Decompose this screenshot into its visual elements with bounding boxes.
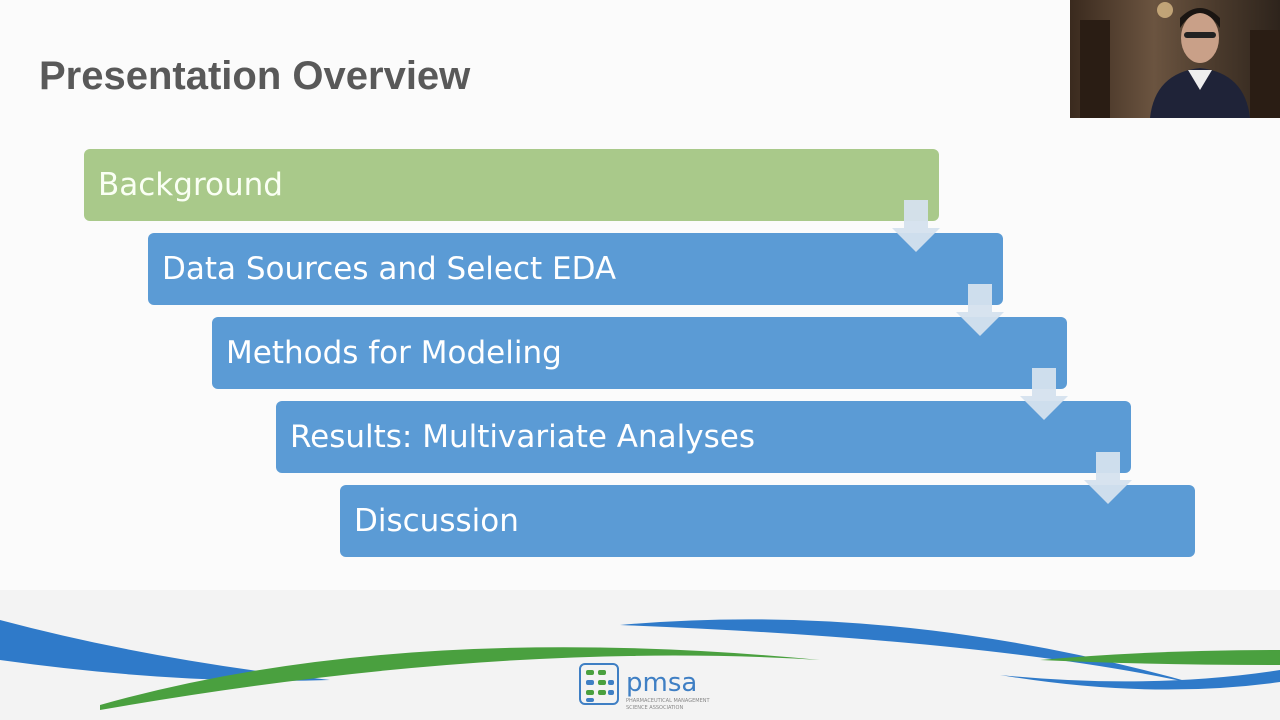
step-methods: Methods for Modeling [212, 317, 1067, 389]
pmsa-logo: pmsa PHARMACEUTICAL MANAGEMENT SCIENCE A… [578, 662, 758, 716]
svg-text:SCIENCE ASSOCIATION: SCIENCE ASSOCIATION [626, 705, 683, 711]
svg-text:PHARMACEUTICAL MANAGEMENT: PHARMACEUTICAL MANAGEMENT [626, 698, 710, 704]
footer-wave-decoration [0, 590, 1280, 720]
webcam-video [1070, 0, 1280, 118]
svg-text:pmsa: pmsa [626, 668, 697, 698]
down-arrow-icon [1084, 452, 1132, 504]
presenter-silhouette [1080, 2, 1280, 118]
step-discussion: Discussion [340, 485, 1195, 557]
pmsa-logo-mark: pmsa PHARMACEUTICAL MANAGEMENT SCIENCE A… [579, 663, 710, 711]
step-data-sources: Data Sources and Select EDA [148, 233, 1003, 305]
step-results: Results: Multivariate Analyses [276, 401, 1131, 473]
slide-title: Presentation Overview [39, 54, 471, 98]
down-arrow-icon [956, 284, 1004, 336]
step-background: Background [84, 149, 939, 221]
down-arrow-icon [1020, 368, 1068, 420]
down-arrow-icon [892, 200, 940, 252]
